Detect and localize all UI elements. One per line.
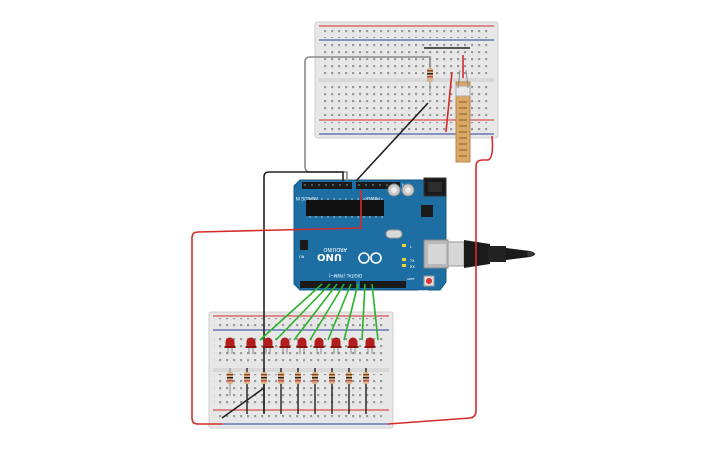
resistor[interactable] <box>295 368 301 414</box>
icsp-header <box>300 240 308 250</box>
wire-black-diagonal[interactable] <box>221 387 265 419</box>
arduino-logo-icon <box>358 252 382 264</box>
power-label: POWER <box>365 196 380 201</box>
microcontroller-chip <box>306 200 384 216</box>
reset-label: RESET <box>418 289 428 293</box>
analog-in-label: ANALOG IN <box>296 196 318 201</box>
aref-label: AREF <box>407 277 415 281</box>
led[interactable] <box>262 337 274 355</box>
led[interactable] <box>330 337 342 355</box>
crystal-oscillator <box>385 229 403 239</box>
resistor[interactable] <box>227 368 233 396</box>
digital-header-low[interactable] <box>300 281 356 288</box>
wire-red-5v[interactable] <box>191 190 362 425</box>
wire-green-8[interactable] <box>371 283 379 341</box>
rx-label: RX <box>410 265 415 269</box>
resistor[interactable] <box>261 368 267 414</box>
led-row <box>224 337 376 355</box>
tx-label: TX <box>409 259 415 263</box>
wire-red-flex[interactable] <box>445 71 453 133</box>
digital-header-high[interactable] <box>360 281 406 288</box>
wire-green-2[interactable] <box>275 283 331 341</box>
green-wire-group <box>259 283 379 341</box>
resistor[interactable] <box>312 368 318 414</box>
led[interactable] <box>364 337 376 355</box>
resistor-row <box>227 368 369 414</box>
led[interactable] <box>279 337 291 355</box>
led-l-label: L <box>410 245 412 249</box>
on-label: ON <box>299 255 305 259</box>
led[interactable] <box>313 337 325 355</box>
resistor[interactable] <box>346 368 352 414</box>
wire-green-3[interactable] <box>293 283 338 341</box>
voltage-regulator <box>421 205 433 217</box>
board-model: UNO <box>317 251 342 262</box>
led[interactable] <box>347 337 359 355</box>
led[interactable] <box>245 337 257 355</box>
led[interactable] <box>296 337 308 355</box>
resistor[interactable] <box>244 368 250 414</box>
resistor[interactable] <box>363 368 369 414</box>
board-brand: ARDUINO <box>323 246 347 252</box>
usb-cable[interactable] <box>447 240 535 268</box>
resistor[interactable] <box>329 368 335 414</box>
flex-sensor[interactable] <box>455 69 471 163</box>
led[interactable] <box>224 337 236 355</box>
wire-green-4[interactable] <box>309 283 345 341</box>
digital-label: DIGITAL (PWM~) <box>328 273 362 278</box>
wire-green-6[interactable] <box>343 283 359 341</box>
resistor-top[interactable] <box>427 64 433 92</box>
wire-black-bottom-gnd[interactable] <box>263 171 344 413</box>
resistor[interactable] <box>278 368 284 414</box>
breadboard-top[interactable] <box>314 21 499 139</box>
wire-red-power[interactable] <box>387 135 494 425</box>
wire-black-top-gnd[interactable] <box>355 102 429 182</box>
wire-green-1[interactable] <box>259 283 323 341</box>
wire-green-7[interactable] <box>361 283 366 341</box>
wire-green-5[interactable] <box>327 283 352 341</box>
arduino-uno-board[interactable]: ANALOG IN POWER IOREF ARDUINO UNO DIGITA… <box>293 177 449 293</box>
power-header[interactable] <box>356 182 400 189</box>
